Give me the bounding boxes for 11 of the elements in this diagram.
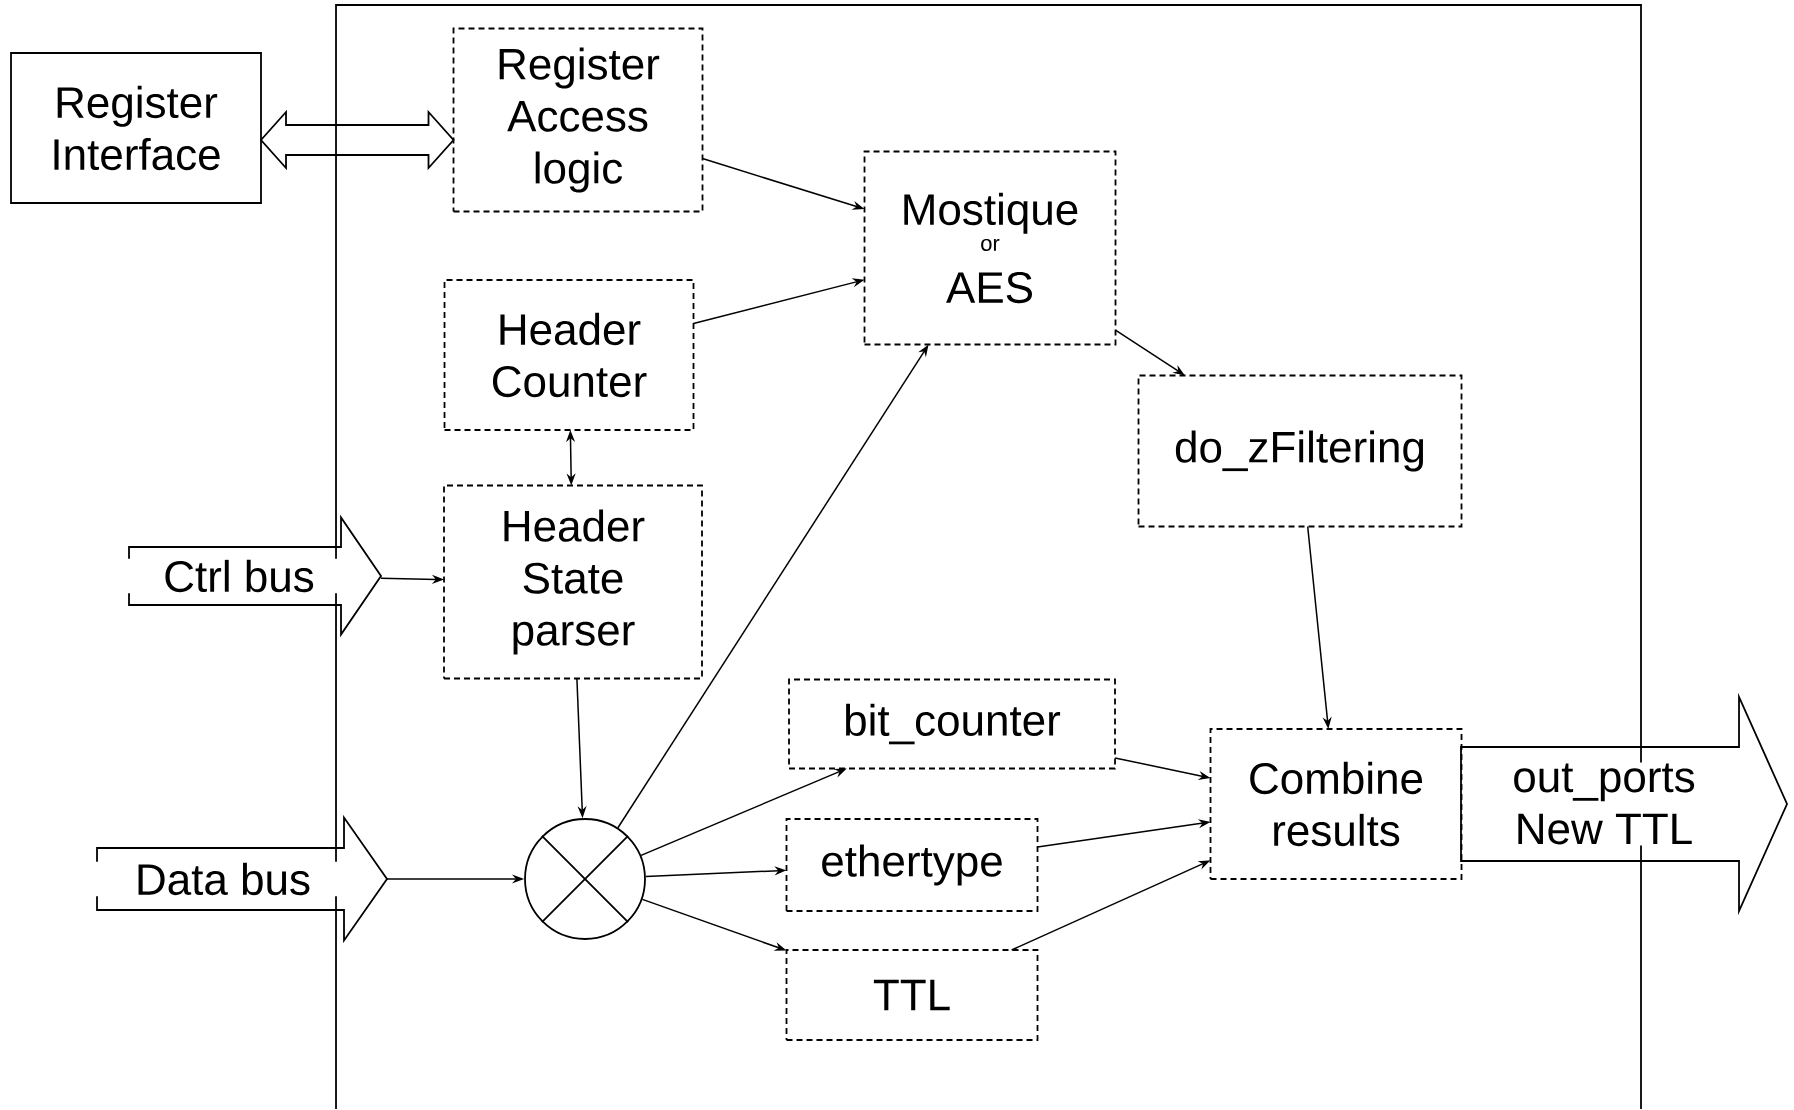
block-box: Register Access logic	[452, 27, 704, 213]
block-box: bit_counter	[788, 678, 1116, 770]
block-box: TTL	[785, 949, 1039, 1041]
block-box: do_zFiltering	[1137, 374, 1463, 528]
block-box: Combine results	[1209, 728, 1463, 880]
interface-box: Register Interface	[10, 52, 262, 204]
block-box: ethertype	[785, 818, 1039, 912]
block-box: Header State parser	[443, 484, 703, 680]
block-box: Header Counter	[443, 279, 695, 431]
multiplexer-symbol	[524, 818, 646, 940]
block-box: Mostique or AES	[863, 150, 1117, 346]
